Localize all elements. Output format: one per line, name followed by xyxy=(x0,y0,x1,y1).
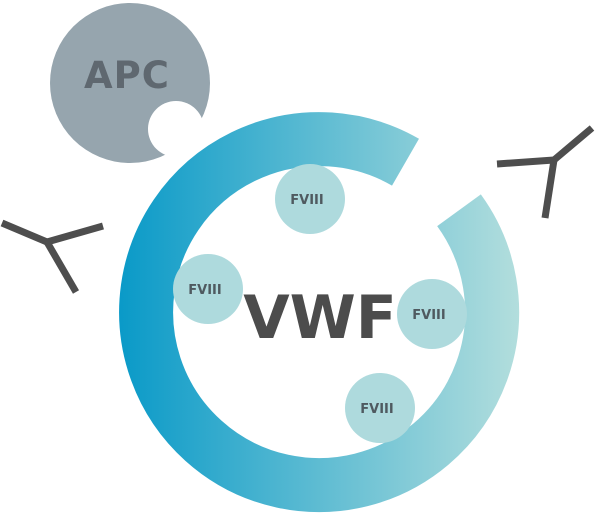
vwf-label: VWF xyxy=(243,283,397,353)
fviii-circle xyxy=(397,279,467,349)
fviii-node: FVIII xyxy=(173,254,243,324)
apc-label: APC xyxy=(84,54,170,97)
vwf-ring xyxy=(119,112,520,513)
fviii-label: FVIII xyxy=(290,193,323,208)
apc-node: APC xyxy=(50,3,210,163)
vwf-ring-arc xyxy=(119,112,520,513)
fviii-label: FVIII xyxy=(188,283,221,298)
fviii-node: FVIII xyxy=(275,164,345,234)
fviii-node: FVIII xyxy=(345,373,415,443)
fviii-label: FVIII xyxy=(360,402,393,417)
antibody-right-icon xyxy=(496,125,595,219)
fviii-circle xyxy=(345,373,415,443)
antibody-left-icon xyxy=(0,219,104,294)
apc-notch xyxy=(148,101,204,157)
fviii-label: FVIII xyxy=(412,308,445,323)
fviii-circle xyxy=(173,254,243,324)
fviii-circle xyxy=(275,164,345,234)
fviii-node: FVIII xyxy=(397,279,467,349)
